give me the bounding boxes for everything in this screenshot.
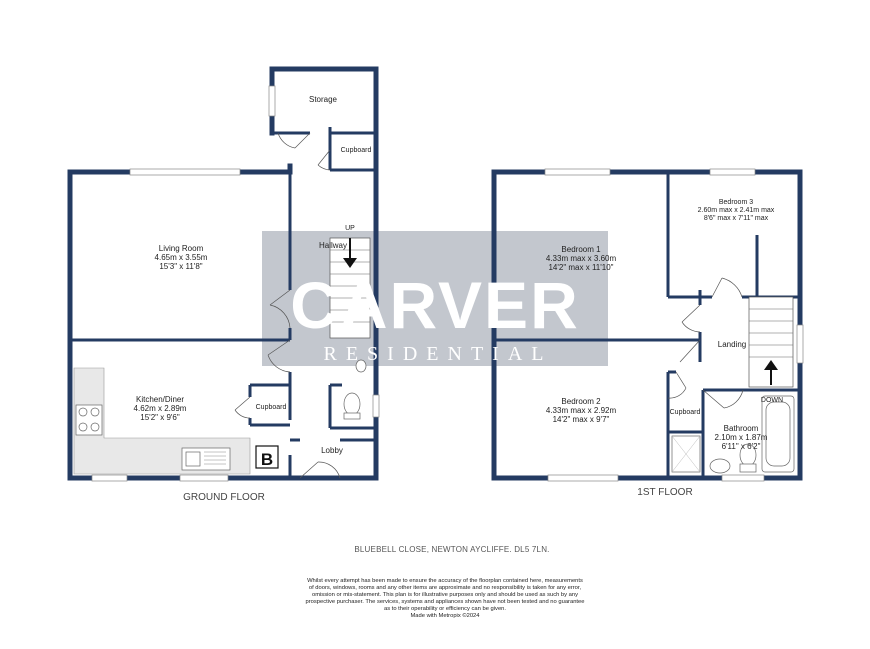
- bathroom-imperial: 6'11" x 6'2": [722, 442, 761, 451]
- disclaimer: Whilst every attempt has been made to en…: [306, 578, 585, 619]
- bedroom3-imperial: 8'6" max x 7'11" max: [704, 215, 769, 222]
- ground-wc-toilet-icon: [343, 392, 361, 416]
- ground-floor-title: GROUND FLOOR: [183, 492, 265, 503]
- landing-label: Landing: [718, 340, 746, 349]
- boiler-label: B: [261, 450, 273, 469]
- disclaimer-line: as to their operability or efficiency ca…: [384, 606, 506, 612]
- ground-stairs: [329, 237, 371, 339]
- lobby-label: Lobby: [321, 446, 343, 455]
- property-address: BLUEBELL CLOSE, NEWTON AYCLIFFE. DL5 7LN…: [354, 545, 549, 554]
- bedroom1-imperial: 14'2" max x 11'10": [548, 263, 613, 272]
- storage-label: Storage: [309, 95, 338, 104]
- stairs-up-arrow-icon: [764, 360, 778, 370]
- bedroom1-name: Bedroom 1: [561, 245, 601, 254]
- ground-wall-right: [269, 66, 379, 481]
- kitchen-cupboard-label: Cupboard: [256, 404, 287, 411]
- disclaimer-line: Made with Metropix ©2024: [410, 612, 480, 619]
- ground-wc-basin-icon: [355, 359, 367, 373]
- watermark-brand: CARVER: [290, 268, 580, 342]
- cupboard-top-label: Cupboard: [341, 147, 372, 154]
- stairs-down-label: DOWN: [761, 397, 783, 404]
- watermark-panel: [262, 231, 608, 366]
- kitchen-name: Kitchen/Diner: [136, 395, 184, 404]
- bedroom2-metric: 4.33m max x 2.92m: [546, 406, 617, 415]
- watermark-subtitle: RESIDENTIAL: [324, 343, 553, 365]
- bedroom2-imperial: 14'2" max x 9'7": [553, 415, 610, 424]
- disclaimer-line: prospective purchaser. The services, sys…: [306, 599, 585, 605]
- disclaimer-line: omission or mis-statement. This plan is …: [312, 592, 578, 598]
- kitchen-units: [73, 367, 279, 475]
- bathroom-metric: 2.10m x 1.87m: [715, 433, 768, 442]
- bedroom1-metric: 4.33m max x 3.60m: [546, 254, 617, 263]
- stairs-down-arrow-icon: [343, 258, 357, 268]
- boiler-icon: [255, 445, 279, 469]
- stairs-up-label: UP: [345, 225, 355, 232]
- living-room-name: Living Room: [159, 244, 204, 253]
- bathroom-name: Bathroom: [724, 424, 759, 433]
- kitchen-imperial: 15'2" x 9'6": [140, 413, 180, 422]
- living-room-metric: 4.65m x 3.55m: [155, 253, 208, 262]
- bedroom2-name: Bedroom 2: [561, 397, 601, 406]
- first-floor-title: 1ST FLOOR: [637, 487, 692, 498]
- disclaimer-line: of doors, windows, rooms and any other i…: [309, 585, 582, 591]
- first-floor-plan: [491, 168, 804, 482]
- living-room-imperial: 15'3" x 11'8": [159, 262, 202, 271]
- first-floor-stairs: [748, 296, 794, 388]
- bedroom3-metric: 2.60m max x 2.41m max: [698, 207, 775, 214]
- disclaimer-line: Whilst every attempt has been made to en…: [307, 578, 583, 584]
- bedroom3-name: Bedroom 3: [719, 199, 753, 206]
- hallway-label: Hallway: [319, 241, 347, 250]
- first-cupboard-label: Cupboard: [670, 409, 701, 416]
- kitchen-metric: 4.62m x 2.89m: [134, 404, 187, 413]
- basin-icon: [709, 458, 731, 474]
- ground-floor-plan: [67, 66, 380, 482]
